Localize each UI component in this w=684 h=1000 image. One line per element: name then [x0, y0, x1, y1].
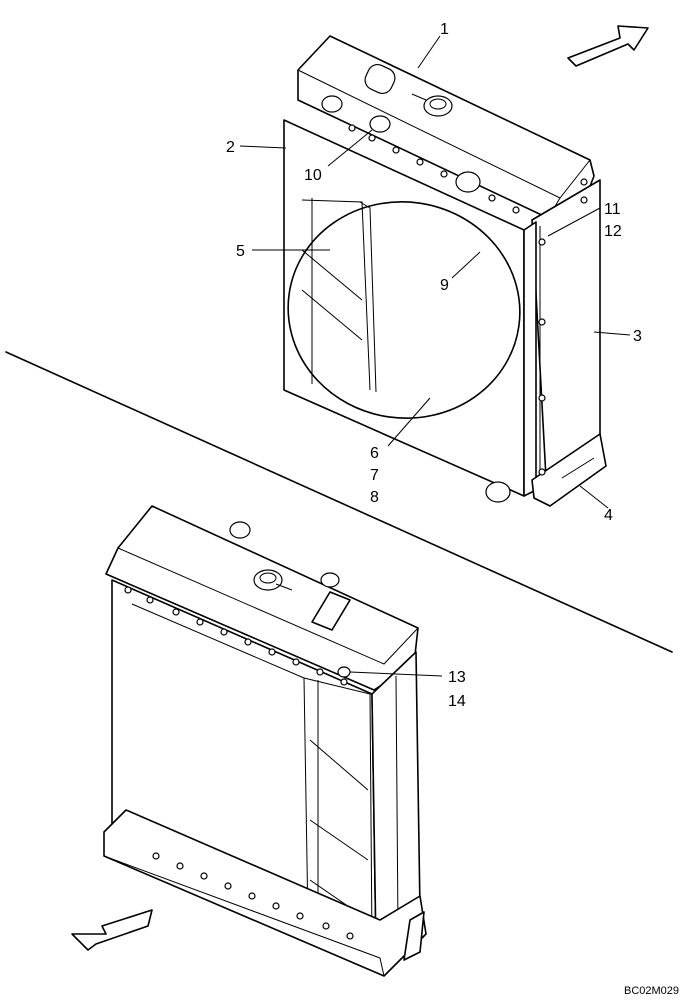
callout-10: 10	[304, 167, 322, 184]
lower-radiator-assembly	[103, 505, 427, 977]
front-direction-arrow-icon	[567, 25, 649, 67]
callout-6: 6	[370, 445, 379, 462]
leader-lines	[239, 35, 631, 677]
callout-11: 11	[604, 201, 621, 218]
callout-7: 7	[370, 467, 379, 484]
callout-labels: 1 2 3 4 5 6 7 8 9 10 11 12 13 14 BC02M02…	[226, 21, 679, 997]
rear-direction-arrow-icon	[71, 909, 153, 951]
callout-4: 4	[604, 507, 613, 524]
callout-14: 14	[448, 693, 466, 710]
separator-line	[5, 351, 673, 653]
reference-code: BC02M029	[624, 985, 679, 997]
callout-3: 3	[633, 328, 642, 345]
callout-2: 2	[226, 139, 235, 156]
callout-1: 1	[440, 21, 449, 38]
callout-5: 5	[236, 243, 245, 260]
callout-12: 12	[604, 223, 622, 240]
upper-radiator-assembly	[283, 35, 607, 507]
callout-8: 8	[370, 489, 379, 506]
callout-9: 9	[440, 277, 449, 294]
callout-13: 13	[448, 669, 466, 686]
